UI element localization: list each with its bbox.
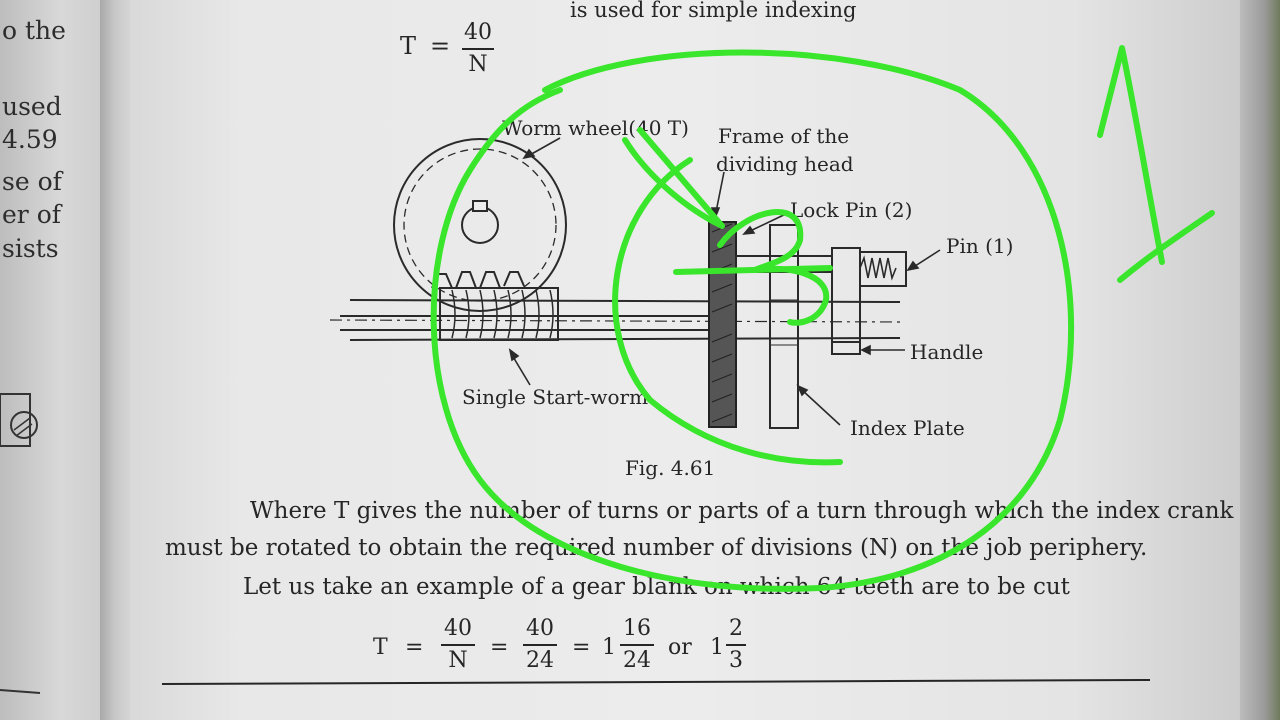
left-page-fragment: used bbox=[2, 92, 62, 121]
fraction-denominator: 3 bbox=[729, 647, 743, 673]
label-index-plate: Index Plate bbox=[850, 416, 965, 440]
label-single-start-worm: Single Start-worm bbox=[462, 385, 649, 409]
index-plate bbox=[769, 224, 799, 429]
pin-spring bbox=[859, 255, 897, 281]
formula-var: T bbox=[400, 32, 417, 60]
fraction-numerator: 40 bbox=[526, 616, 554, 641]
formula-whole: 1 bbox=[710, 635, 724, 660]
book-page bbox=[130, 0, 1240, 720]
figure-caption: Fig. 4.61 bbox=[625, 456, 716, 480]
paragraph-line: Where T gives the number of turns or par… bbox=[250, 498, 1234, 524]
fraction-bar bbox=[620, 644, 654, 646]
fraction-numerator: 40 bbox=[444, 616, 472, 641]
label-handle: Handle bbox=[910, 340, 984, 364]
formula-fraction: 40 N bbox=[462, 18, 494, 80]
annotation-inner-arc bbox=[612, 157, 843, 466]
left-page-fragment: 4.59 bbox=[2, 125, 58, 154]
formula-fraction: 40 24 bbox=[523, 614, 557, 676]
formula-equals: = bbox=[572, 635, 591, 660]
fraction-numerator: 16 bbox=[623, 616, 651, 641]
worm-wheel bbox=[393, 138, 567, 312]
left-page-fragment: se of bbox=[2, 167, 62, 196]
fraction-numerator: 2 bbox=[729, 616, 743, 641]
formula-whole: 1 bbox=[602, 635, 616, 660]
label-lock-pin: Lock Pin (2) bbox=[790, 198, 913, 222]
annotation-circle bbox=[430, 49, 1075, 592]
fraction-denominator: 24 bbox=[526, 647, 554, 673]
fraction-bar bbox=[523, 644, 557, 646]
formula-equals: = bbox=[405, 635, 424, 660]
left-page-fragment: o the bbox=[2, 16, 66, 45]
annotation-scribble-one bbox=[622, 127, 725, 229]
fraction-bar bbox=[726, 644, 746, 646]
paragraph-line: must be rotated to obtain the required n… bbox=[165, 535, 1148, 561]
page-edge bbox=[1240, 0, 1280, 720]
label-frame-line2: dividing head bbox=[716, 152, 854, 176]
book-gutter bbox=[100, 0, 130, 720]
formula-fraction: 40 N bbox=[441, 614, 475, 676]
top-text-fragment: is used for simple indexing bbox=[570, 0, 857, 22]
dividing-head-frame bbox=[708, 221, 737, 428]
formula-equals: = bbox=[430, 32, 451, 60]
fraction-denominator: N bbox=[448, 647, 468, 673]
label-worm-wheel: Worm wheel(40 T) bbox=[502, 116, 689, 140]
handle bbox=[831, 341, 861, 355]
left-page-fragment: er of bbox=[2, 200, 61, 229]
fraction-bar bbox=[462, 48, 494, 50]
left-page-drawing-fragment bbox=[0, 393, 41, 694]
formula-or: or bbox=[668, 635, 692, 660]
label-pin: Pin (1) bbox=[946, 234, 1014, 258]
annotation-hline bbox=[673, 265, 833, 275]
formula-fraction: 2 3 bbox=[726, 614, 746, 676]
annotation-numeral-one bbox=[1097, 45, 1215, 283]
formula-fraction: 16 24 bbox=[620, 614, 654, 676]
formula-var: T bbox=[373, 635, 388, 660]
fraction-denominator: 24 bbox=[623, 647, 651, 673]
left-page-fragment: sists bbox=[2, 234, 59, 263]
fraction-numerator: 40 bbox=[464, 20, 492, 45]
label-frame-line1: Frame of the bbox=[718, 124, 850, 148]
left-page: o the used 4.59 se of er of sists bbox=[0, 0, 100, 720]
fraction-bar bbox=[441, 644, 475, 646]
single-start-worm bbox=[439, 287, 559, 341]
formula-equals: = bbox=[490, 635, 509, 660]
fraction-denominator: N bbox=[468, 51, 488, 77]
